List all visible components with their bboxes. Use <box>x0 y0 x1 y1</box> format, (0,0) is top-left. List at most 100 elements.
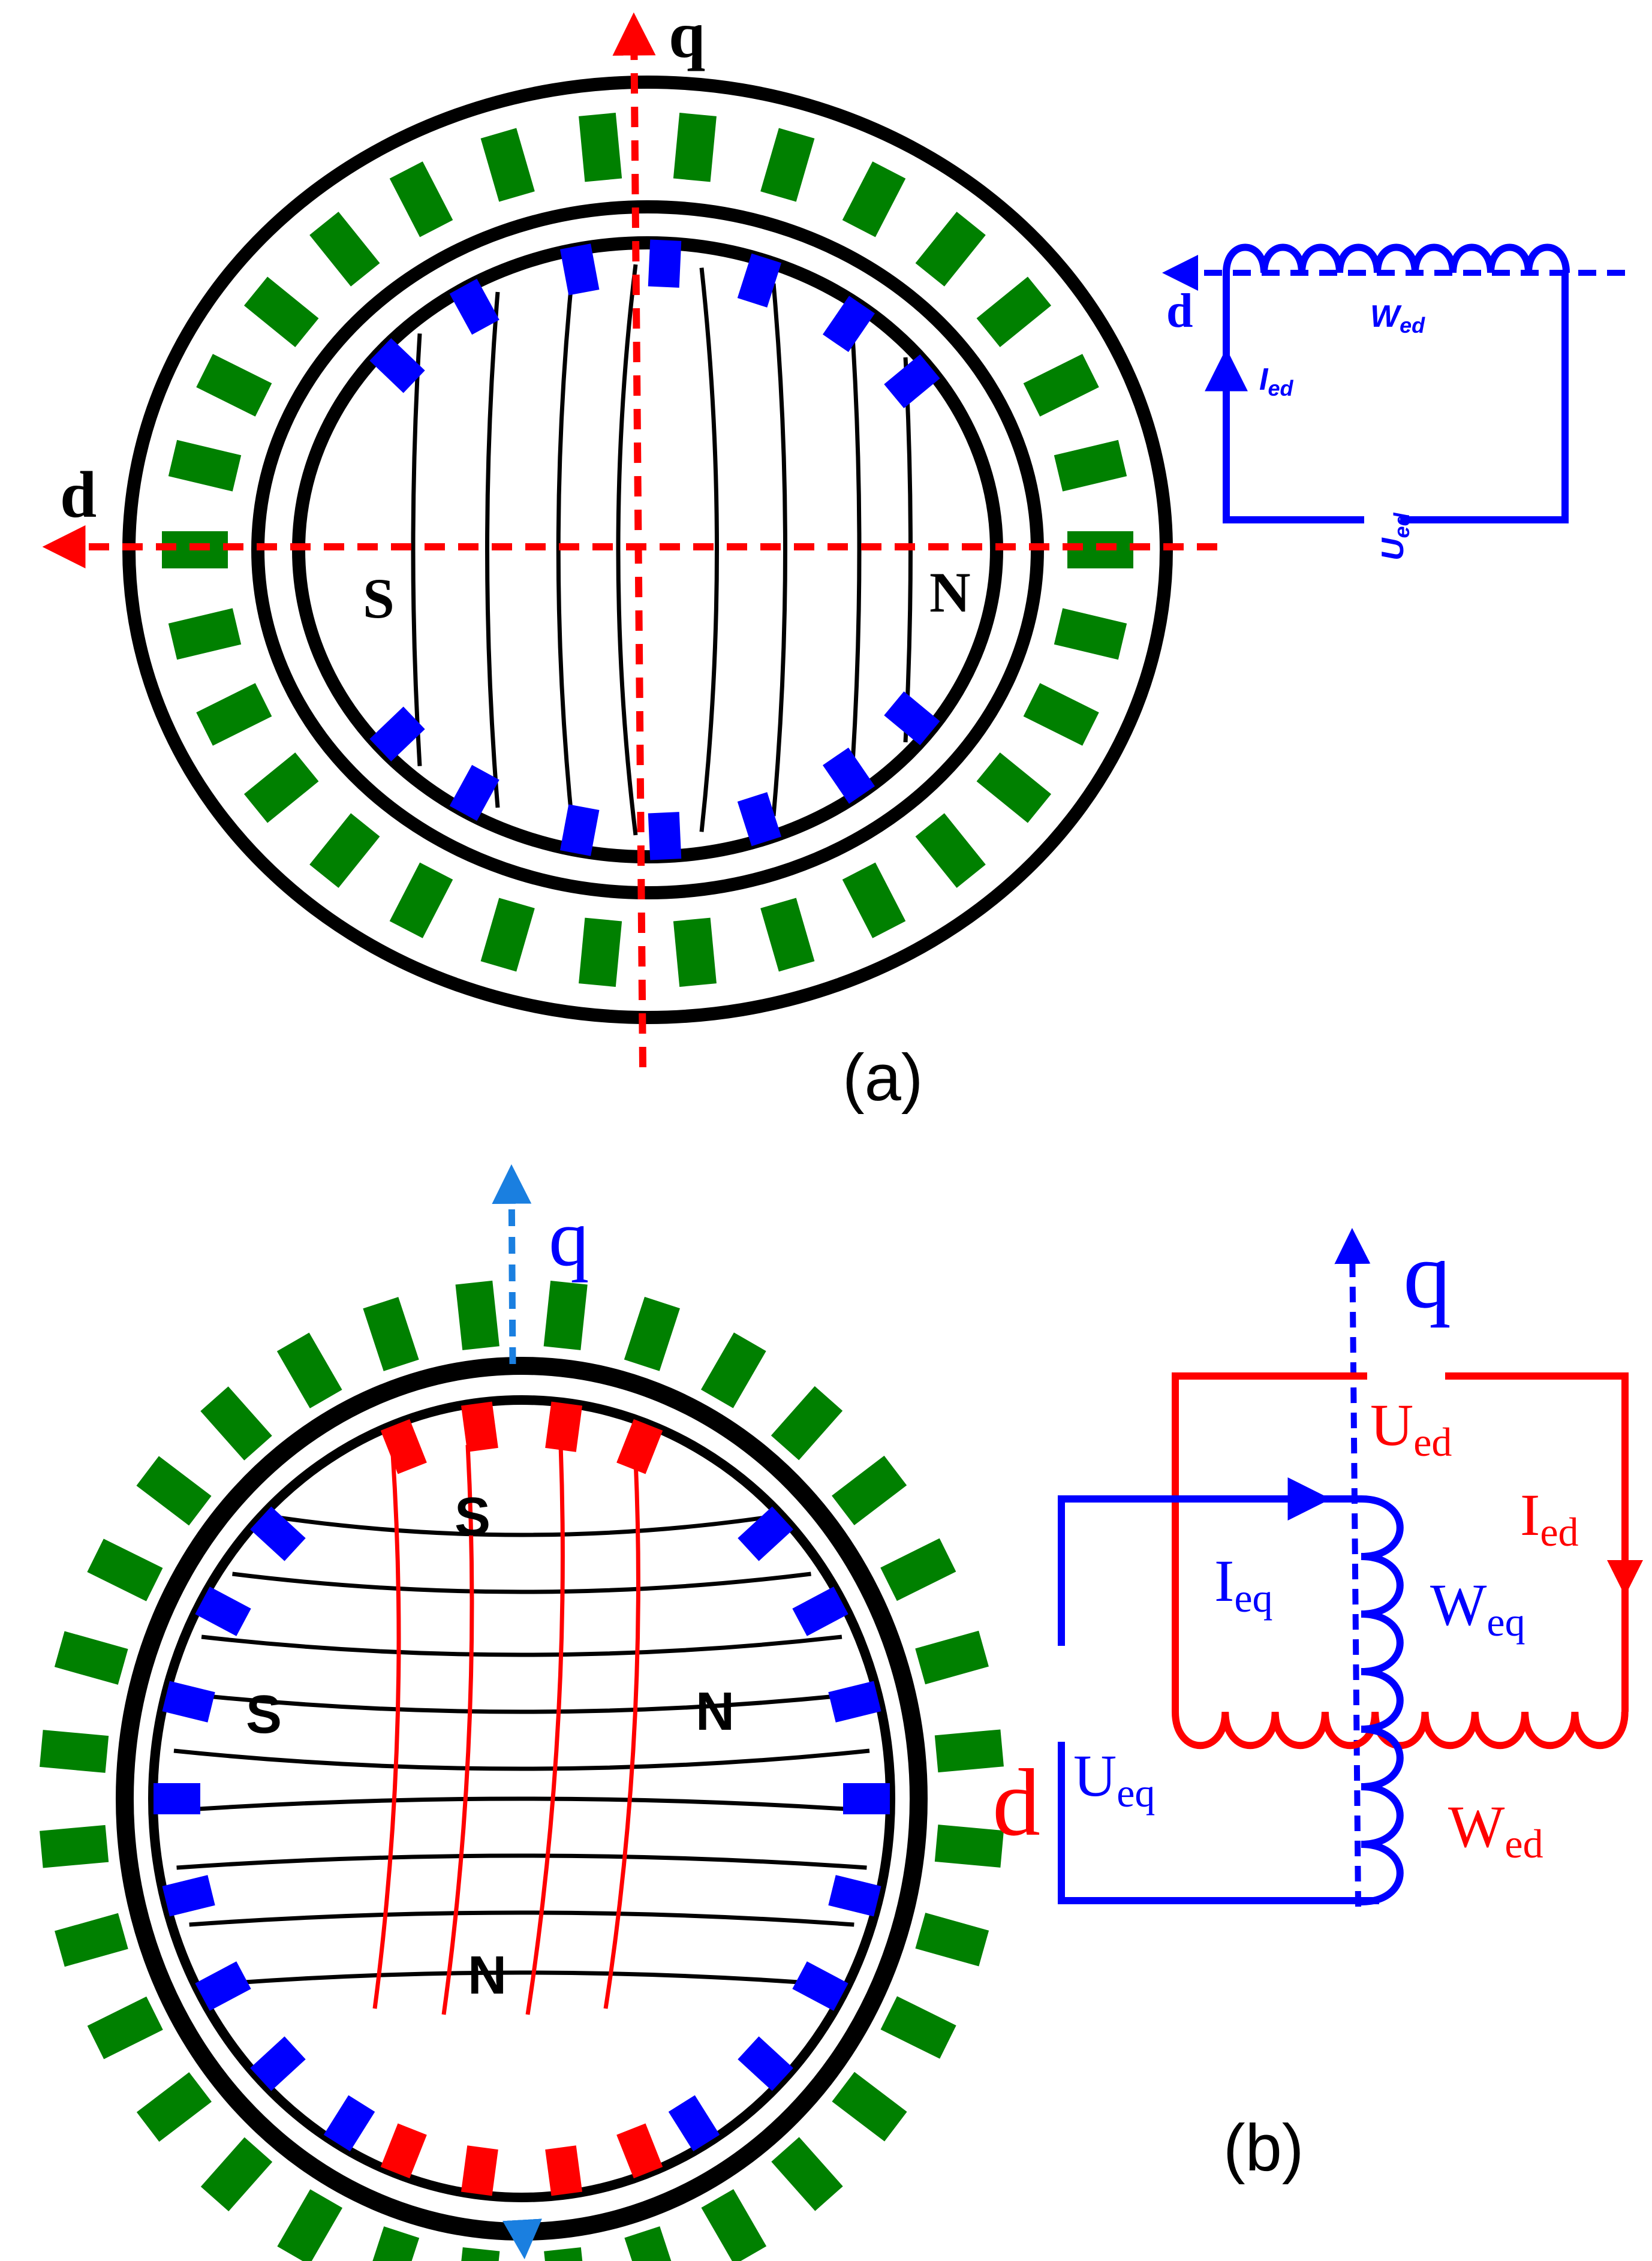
stator-slot <box>196 354 272 417</box>
rotor-slots <box>369 239 940 860</box>
ueq-label: Ueq <box>1073 1742 1155 1816</box>
flux-line <box>441 1444 474 2015</box>
rotor-slot <box>380 1419 427 1474</box>
stator-slot <box>309 212 380 287</box>
rotor-slot <box>449 278 499 335</box>
winding-weq <box>1361 1495 1404 1905</box>
q-axis-label: q <box>549 1194 589 1283</box>
stator-slot <box>915 212 986 287</box>
rotor-slot <box>884 354 940 408</box>
rotor-slot <box>323 2095 375 2152</box>
d-axis-label: d <box>60 458 97 531</box>
pole-s-label: S <box>363 567 395 630</box>
stator-slot <box>624 2226 681 2261</box>
rotor-slot <box>559 243 600 296</box>
stator-slot <box>136 2072 212 2142</box>
circuit-q-axis <box>1334 1228 1371 1907</box>
stator-slot <box>455 1280 499 1350</box>
panel-a: q d S N d Wed Ied Ued (a) <box>42 0 1625 1115</box>
stator-slot <box>832 1455 907 1525</box>
stator-slot <box>40 1825 109 1868</box>
stator-slot <box>842 862 906 938</box>
rotor-slot <box>648 239 682 288</box>
stator-slot <box>1054 608 1127 660</box>
q-axis-label: q <box>669 0 705 71</box>
rotor-slot <box>449 764 499 821</box>
stator-slot <box>87 1996 163 2060</box>
pole-n-label: N <box>929 561 971 624</box>
stator-slot <box>40 1730 109 1773</box>
rotor-slot <box>738 1506 793 1561</box>
circuit-d-label: d <box>992 1749 1040 1856</box>
ieq-label: Ieq <box>1214 1548 1273 1621</box>
flux-line <box>173 1748 870 1771</box>
stator-slot <box>87 1539 163 1601</box>
flux-lines-d <box>171 1515 872 1987</box>
pole-n-bottom-label: N <box>468 1946 507 2006</box>
flux-line <box>211 1970 832 1987</box>
rotor-slot <box>668 2095 720 2152</box>
stator-slot <box>309 813 380 888</box>
stator-slot <box>480 128 535 202</box>
rotor-slot <box>195 1586 251 1636</box>
stator-slot <box>700 1332 766 1408</box>
rotor-slots <box>154 1401 890 2196</box>
stator-slot <box>243 752 319 823</box>
rotor-slot <box>461 1401 498 1452</box>
stator-slot <box>579 917 622 987</box>
flux-line <box>232 1571 811 1594</box>
flux-line <box>189 1910 854 1927</box>
flux-line <box>176 1853 867 1870</box>
circuit-a: d Wed Ied Ued <box>1162 243 1625 561</box>
circuit-d-label: d <box>1166 285 1193 338</box>
winding-wed <box>1172 1711 1629 1750</box>
stator-slot <box>544 2247 588 2261</box>
flux-line <box>183 1691 860 1714</box>
stator-slots <box>162 113 1133 987</box>
flux-line <box>411 333 422 766</box>
stator-slot <box>915 1630 989 1685</box>
rotor-slot <box>792 1586 848 1636</box>
wed-label: Wed <box>1370 299 1425 338</box>
stator-slot <box>673 917 717 987</box>
stator-slot <box>934 1729 1004 1773</box>
circuit-a-loop <box>1223 273 1364 523</box>
stator-slot <box>363 1297 419 1371</box>
stator-slot <box>389 862 453 938</box>
rotor-slot <box>792 1961 848 2011</box>
winding-wed <box>1223 243 1570 273</box>
pole-n-right-label: N <box>696 1682 735 1742</box>
flux-line <box>849 318 862 782</box>
rotor-slot <box>545 2145 583 2196</box>
rotor-slot <box>737 253 782 308</box>
rotor-slot <box>737 792 782 847</box>
stator-slot <box>363 2226 420 2261</box>
stator-slot <box>915 813 986 888</box>
flux-lines-q <box>372 1444 640 2015</box>
stator-slot <box>771 2137 843 2211</box>
stator-slot <box>168 439 242 492</box>
stator-slot <box>136 1456 212 1526</box>
ued-loop <box>1172 1372 1367 1712</box>
flux-line <box>171 1796 872 1813</box>
rotor-slot <box>154 1783 200 1814</box>
rotor-slot <box>648 812 682 860</box>
rotor-slot <box>162 1875 215 1917</box>
stator-slot <box>976 276 1052 347</box>
stator-slot <box>771 1386 843 1461</box>
flux-line <box>273 1515 770 1537</box>
rotor-slot <box>616 1419 663 1474</box>
stator-slot <box>842 161 906 237</box>
ued-label: Ued <box>1370 1392 1452 1465</box>
stator-slot <box>673 113 717 182</box>
stator-slot <box>168 608 242 660</box>
stator-slot <box>243 276 319 347</box>
stator-slots <box>40 1280 1004 2261</box>
flux-line <box>556 270 575 829</box>
rotor-slot <box>369 706 425 762</box>
ued-label: Ued <box>1376 512 1414 561</box>
flux-lines <box>411 264 913 836</box>
rotor-slot <box>823 296 875 353</box>
ued-loop-right <box>1445 1372 1629 1712</box>
